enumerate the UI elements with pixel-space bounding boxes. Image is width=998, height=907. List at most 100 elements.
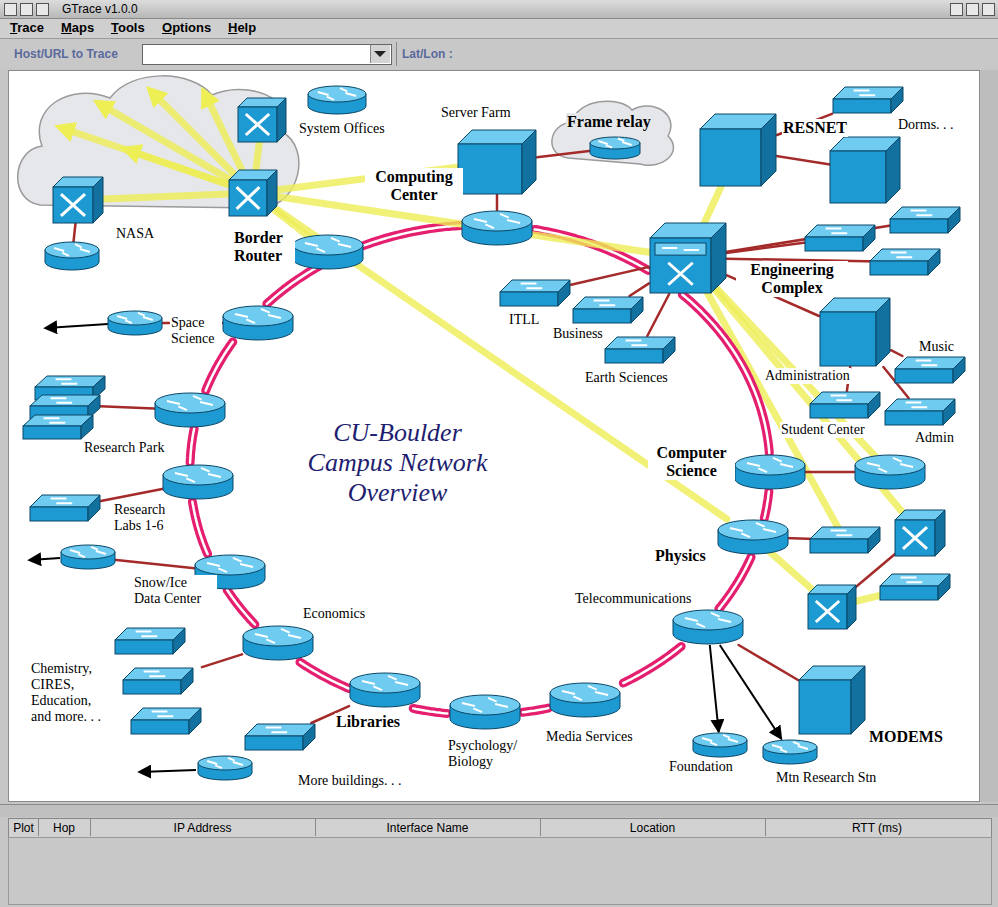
drawn-shape (833, 99, 891, 113)
menu-item: Options (162, 21, 211, 35)
drawn-shape (826, 229, 848, 234)
title-bar (0, 0, 998, 19)
backbone-ring (206, 342, 233, 391)
drawn-shape (868, 527, 880, 553)
connector-stroke (764, 492, 769, 519)
drawn-shape (831, 396, 853, 401)
drawn-shape (88, 495, 100, 521)
drawn-shape (808, 594, 847, 629)
drawn-shape (805, 237, 863, 251)
device-label: RESNET (782, 119, 848, 137)
drawn-shape (362, 676, 408, 690)
device-icon (292, 234, 364, 270)
backbone-ring (719, 557, 751, 609)
connector-stroke (227, 590, 255, 624)
drawn-shape (685, 613, 731, 627)
window-button (982, 3, 995, 16)
drawn-shape (144, 672, 166, 677)
connector-stroke (891, 350, 902, 356)
column-separator (38, 819, 39, 836)
device-icon (699, 113, 777, 187)
drawn-shape (662, 248, 699, 250)
backbone-ring (623, 646, 681, 683)
drawn-shape (903, 527, 927, 549)
drawn-shape (70, 547, 106, 557)
connector-stroke (206, 342, 233, 391)
drawn-shape (935, 510, 945, 556)
drawn-shape (855, 455, 925, 475)
backbone-ring (523, 708, 549, 712)
network-link (537, 151, 589, 157)
drawn-shape (655, 243, 706, 255)
drawn-shape (500, 292, 558, 306)
device-icon (242, 625, 314, 661)
network-link (720, 645, 782, 739)
drawn-shape (763, 740, 817, 754)
drawn-shape (953, 357, 965, 383)
device-label: MODEMS (868, 728, 944, 746)
network-device: Space Science (222, 305, 294, 341)
network-device: MODEMS (798, 665, 866, 735)
drawn-shape (573, 309, 631, 323)
backbone-ring (300, 662, 349, 688)
network-device: Physics (717, 519, 789, 555)
device-icon (52, 176, 104, 224)
drawn-shape (131, 720, 189, 734)
network-device: Business (572, 296, 644, 324)
menu-item: Tools (111, 21, 145, 35)
device (307, 85, 367, 115)
network-device: NASA (52, 176, 104, 224)
drawn-shape (863, 225, 875, 251)
drawn-shape (54, 244, 90, 256)
network-device: Telecommunications (672, 609, 744, 645)
device-label: Telecommunications (574, 591, 692, 607)
device-icon (244, 723, 316, 751)
link-lines (65, 150, 925, 607)
drawn-shape (115, 628, 185, 654)
drawn-shape (131, 708, 201, 734)
backbone-ring (413, 708, 447, 713)
drawn-shape (916, 361, 938, 366)
device-label: Music (918, 339, 955, 355)
drawn-shape (237, 187, 260, 209)
drawn-shape (462, 698, 508, 712)
device-icon (237, 97, 287, 143)
drawn-shape (152, 712, 174, 717)
connector-stroke (523, 708, 549, 712)
device-icon (604, 336, 676, 364)
device-icon (672, 609, 744, 645)
drawn-shape (238, 107, 277, 142)
connector-stroke (300, 662, 349, 688)
connector-stroke (537, 151, 589, 157)
drawn-shape (885, 411, 943, 425)
device-icon (854, 454, 926, 490)
device-icon (894, 509, 946, 557)
device-icon (589, 136, 641, 160)
device-label: Media Services (545, 729, 634, 745)
network-device: RESNET (699, 113, 777, 187)
connector-stroke (267, 226, 461, 304)
drawn-shape (115, 640, 173, 654)
drawn-shape (189, 708, 201, 734)
device-icon (894, 356, 966, 384)
window-button (4, 3, 17, 16)
network-device: System Offices (237, 97, 287, 143)
network-device: Earth Sciences (604, 336, 676, 364)
device-icon (197, 755, 253, 781)
device-icon (499, 279, 571, 307)
drawn-shape (702, 735, 738, 745)
device-icon (804, 224, 876, 252)
connector-stroke (647, 294, 669, 336)
network-device: Computing Center (461, 210, 533, 246)
device (854, 454, 926, 490)
drawn-shape (895, 520, 935, 556)
device (869, 248, 941, 276)
splitter (0, 804, 998, 817)
network-link (705, 187, 721, 222)
drawn-shape (51, 499, 73, 504)
network-device: Snow/Ice Data Center (194, 554, 266, 590)
drawn-shape (53, 187, 93, 223)
drawn-shape (266, 728, 288, 733)
backbone-ring (192, 502, 207, 554)
